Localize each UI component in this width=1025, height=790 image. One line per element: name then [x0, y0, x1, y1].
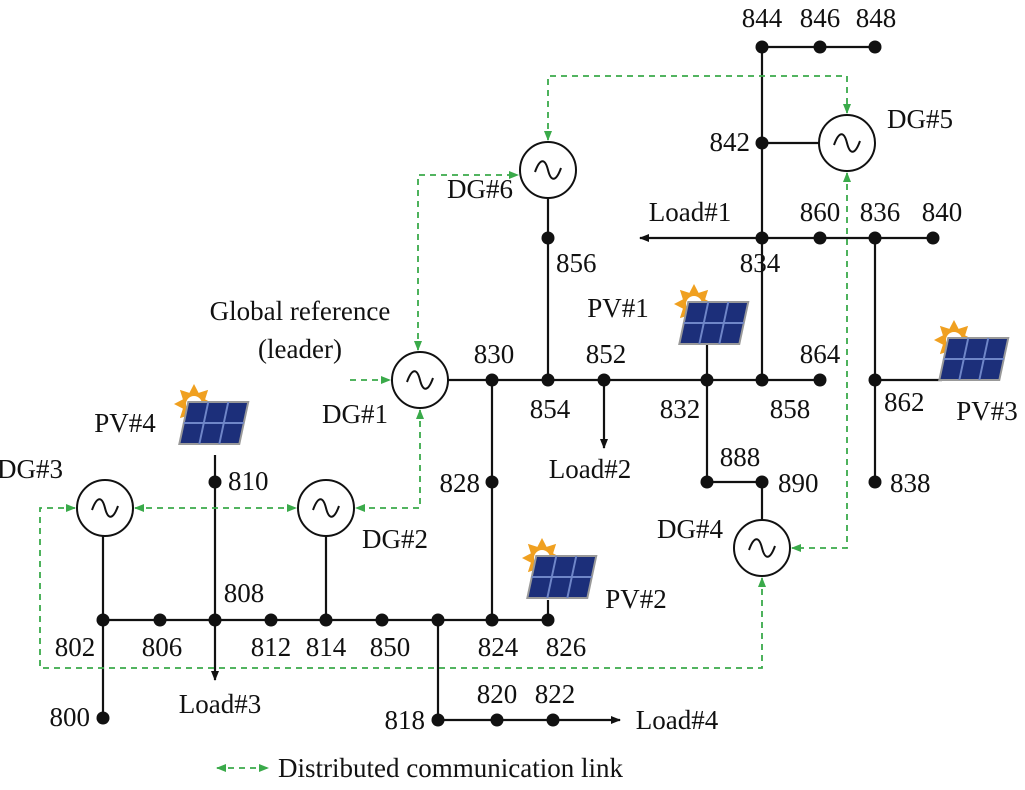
bus-label-838: 838: [890, 468, 931, 498]
leader-sublabel: (leader): [258, 334, 342, 364]
pv-label-pv4: PV#4: [94, 408, 156, 438]
bus-node-848: [868, 40, 882, 54]
bus-node-822: [546, 713, 560, 727]
pv4-icon: [174, 384, 250, 445]
bus-node-852: [597, 373, 611, 387]
bus-node-824: [485, 613, 499, 627]
bus-node-838: [868, 475, 882, 489]
pv-label-pv3: PV#3: [956, 396, 1018, 426]
bus-node-826: [541, 613, 555, 627]
bus-label-806: 806: [142, 632, 183, 662]
bus-label-822: 822: [535, 679, 576, 709]
bus-label-852: 852: [586, 339, 627, 369]
bus-label-842: 842: [710, 127, 751, 157]
bus-node-816: [431, 613, 445, 627]
bus-label-830: 830: [474, 339, 515, 369]
bus-label-836: 836: [860, 197, 901, 227]
pv-label-pv1: PV#1: [587, 293, 649, 323]
bus-label-862: 862: [884, 387, 925, 417]
bus-node-858: [755, 373, 769, 387]
bus-node-802: [96, 613, 110, 627]
bus-label-856: 856: [556, 248, 597, 278]
bus-label-820: 820: [477, 679, 518, 709]
bus-node-808: [208, 613, 222, 627]
load-label-2: Load#2: [549, 454, 631, 484]
pv-label-pv2: PV#2: [605, 584, 667, 614]
bus-node-856: [541, 231, 555, 245]
bus-label-818: 818: [385, 705, 426, 735]
bus-label-864: 864: [800, 339, 841, 369]
bus-label-826: 826: [546, 632, 587, 662]
bus-label-832: 832: [660, 394, 701, 424]
bus-label-834: 834: [740, 248, 781, 278]
bus-label-800: 800: [50, 702, 91, 732]
bus-label-808: 808: [224, 578, 265, 608]
bus-node-846: [813, 40, 827, 54]
generator-label-dg5: DG#5: [887, 104, 953, 134]
sine-wave-icon: [406, 370, 434, 390]
bus-node-888: [700, 475, 714, 489]
load-label-3: Load#3: [179, 689, 261, 719]
bus-label-814: 814: [306, 632, 347, 662]
bus-node-818: [431, 713, 445, 727]
link-dg5-dg4: [791, 172, 851, 552]
leader-label: Global reference: [210, 296, 391, 326]
bus-node-860: [813, 231, 827, 245]
bus-label-828: 828: [440, 468, 481, 498]
bus-label-848: 848: [856, 3, 897, 33]
bus-label-860: 860: [800, 197, 841, 227]
bus-node-836: [868, 231, 882, 245]
bus-node-828: [485, 475, 499, 489]
bus-label-890: 890: [778, 468, 819, 498]
bus-node-812: [264, 613, 278, 627]
bus-label-840: 840: [922, 197, 963, 227]
bus-label-810: 810: [228, 466, 269, 496]
bus-node-842: [755, 136, 769, 150]
bus-node-830: [485, 373, 499, 387]
bus-node-820: [490, 713, 504, 727]
bus-node-864: [813, 373, 827, 387]
pv3-icon: [934, 320, 1010, 381]
sine-wave-icon: [534, 160, 562, 180]
generator-label-dg3: DG#3: [0, 454, 63, 484]
line-832-dg4: [705, 380, 764, 520]
generator-label-dg2: DG#2: [362, 524, 428, 554]
line-816-load4: [436, 620, 621, 724]
bus-label-854: 854: [530, 394, 571, 424]
link-dg1-dg6: [414, 171, 519, 351]
bus-node-834: [755, 231, 769, 245]
bus-label-846: 846: [800, 3, 841, 33]
bus-node-810: [208, 475, 222, 489]
load-label-1: Load#1: [649, 197, 731, 227]
bus-label-844: 844: [742, 3, 783, 33]
link-dg3-dg4: [39, 504, 766, 669]
link-dg6-dg5: [544, 75, 851, 141]
bus-label-888: 888: [720, 442, 761, 472]
bus-node-890: [755, 475, 769, 489]
bus-label-812: 812: [251, 632, 292, 662]
bus-node-844: [755, 40, 769, 54]
generator-label-dg6: DG#6: [447, 174, 513, 204]
bus-node-814: [319, 613, 333, 627]
generator-label-dg1: DG#1: [322, 399, 388, 429]
pv2-icon: [522, 538, 598, 599]
load-label-4: Load#4: [636, 705, 719, 735]
generator-label-dg4: DG#4: [657, 514, 723, 544]
bus-label-824: 824: [478, 632, 519, 662]
bus-label-802: 802: [55, 632, 96, 662]
legend-label: Distributed communication link: [278, 753, 623, 783]
bus-node-840: [926, 231, 940, 245]
bus-node-832: [700, 373, 714, 387]
bus-node-854: [541, 373, 555, 387]
bus-label-858: 858: [770, 394, 811, 424]
bus-label-850: 850: [370, 632, 411, 662]
bus-node-806: [153, 613, 167, 627]
pv1-icon: [674, 284, 750, 345]
bus-node-800: [96, 711, 110, 725]
bus-node-862: [868, 373, 882, 387]
bus-node-850: [375, 613, 389, 627]
